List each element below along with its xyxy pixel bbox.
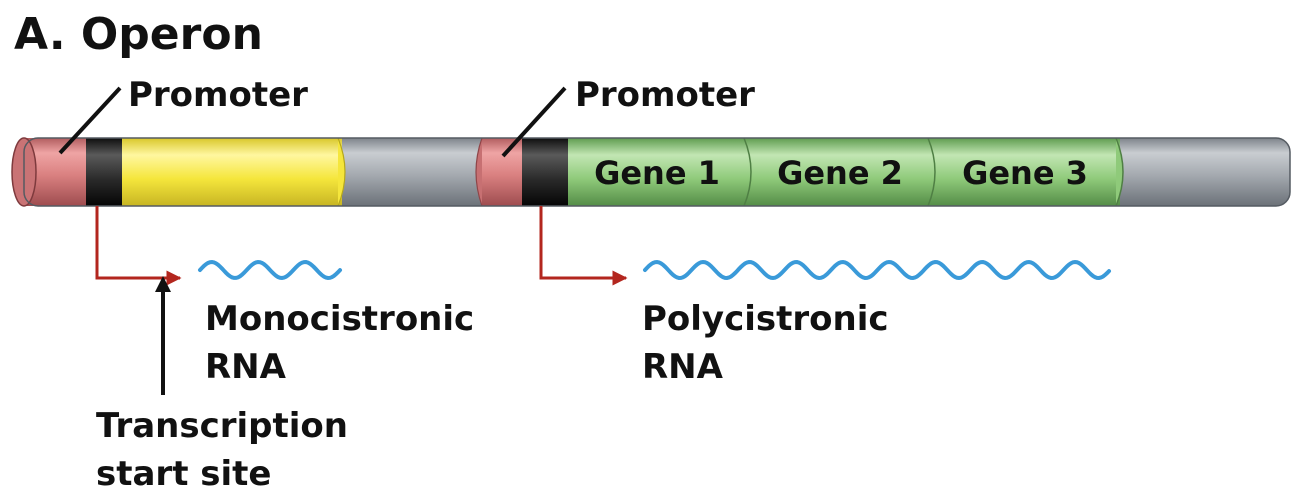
monocistronic-gene-end-cap: [337, 137, 346, 207]
start-site-segment-right: [522, 138, 568, 206]
transcription-arrow-left: [95, 206, 182, 286]
start-site-segment-left: [86, 138, 122, 206]
polycistronic-label-line-2: RNA: [642, 347, 724, 387]
monocistronic-gene-segment: [122, 138, 342, 206]
monocistronic-rna-wave: [198, 259, 342, 281]
promoter-leader-line-left: [58, 86, 122, 155]
promoter-label-right: Promoter: [575, 75, 755, 115]
dna-strand: [11, 137, 1291, 207]
start-site-label-line-1: Transcription: [96, 406, 348, 446]
monocistronic-label-line-2: RNA: [205, 347, 287, 387]
gene-divider-2: [927, 137, 936, 207]
start-site-pointer-arrowhead: [155, 276, 171, 292]
gene-3-segment: [934, 138, 1120, 206]
gene-1-label: Gene 1: [594, 154, 720, 192]
dna-outline: [23, 137, 1291, 207]
start-site-label-line-2: start site: [96, 454, 272, 494]
gene-3-end-cap: [1115, 137, 1124, 207]
polycistronic-label-line-1: Polycistronic: [642, 299, 889, 339]
promoter-label-left: Promoter: [128, 75, 308, 115]
transcription-arrow-right: [539, 206, 628, 286]
gene-2-label: Gene 2: [777, 154, 903, 192]
polycistronic-rna-wave: [643, 259, 1111, 281]
gene-divider-1: [743, 137, 752, 207]
monocistronic-label-line-1: Monocistronic: [205, 299, 474, 339]
promoter-segment-right: [482, 138, 522, 206]
gene-1-segment: [568, 138, 750, 206]
promoter-leader-line-right: [501, 86, 567, 158]
diagram-title: A. Operon: [14, 9, 263, 60]
gene-3-label: Gene 3: [962, 154, 1088, 192]
promoter-segment-right-cap: [475, 137, 483, 207]
gene-2-segment: [750, 138, 934, 206]
